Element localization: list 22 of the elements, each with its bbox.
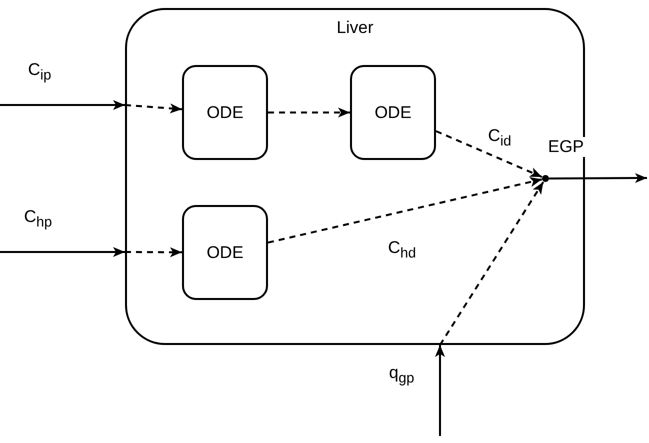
edge-label: EGP [547, 137, 585, 157]
node-label: ODE [206, 102, 244, 122]
dashed-arrow [436, 130, 542, 178]
dashed-arrow [439, 181, 544, 346]
process-box [182, 205, 268, 300]
node-label: ODE [374, 102, 412, 122]
dashed-arrow [124, 103, 182, 114]
arrow [549, 173, 647, 184]
container-box [125, 8, 585, 345]
node-label: ODE [206, 242, 244, 262]
arrow [435, 345, 445, 436]
arrow [0, 100, 125, 110]
container-title: Liver [336, 18, 374, 38]
edge-label: C$_{hp}$ [23, 207, 54, 230]
edge-label: C$_{ip}$ [27, 60, 52, 84]
process-box [350, 65, 436, 160]
arrow [0, 247, 125, 257]
dashed-arrow [268, 177, 542, 244]
junction-point [542, 175, 549, 182]
process-box [182, 65, 268, 160]
dashed-arrow [125, 247, 182, 258]
dashed-arrow [268, 108, 350, 118]
